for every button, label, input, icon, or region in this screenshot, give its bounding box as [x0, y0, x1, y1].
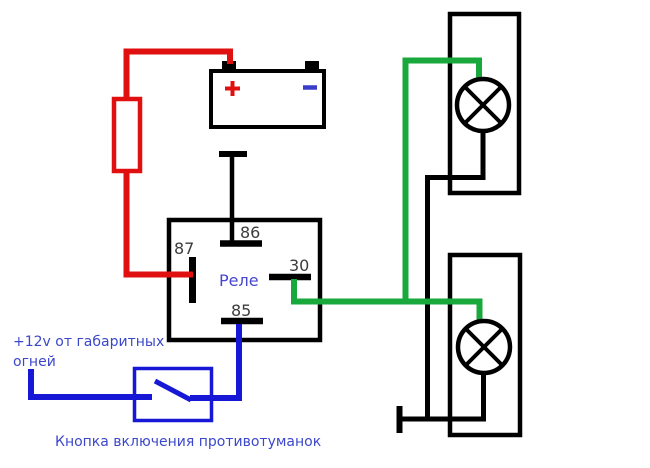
switch-blade-icon	[153, 378, 193, 403]
battery-box	[209, 69, 326, 129]
black-circuit-group	[166, 11, 523, 438]
relay-terminal-85-label: 85	[231, 301, 251, 320]
red-circuit-group	[111, 48, 240, 278]
wire-lamp1-to-ground	[425, 130, 486, 418]
wire-battery-to-fuse	[123, 48, 233, 99]
battery-negative-terminal-tab	[305, 61, 319, 70]
switch-caption: Кнопка включения противотуманок	[55, 434, 321, 450]
relay-terminal-87-label: 87	[174, 239, 194, 258]
fog-lamp-2-housing	[447, 252, 523, 438]
relay-label: Реле	[219, 271, 259, 290]
relay-terminal-30-label: 30	[289, 256, 309, 275]
power-source-annotation-line2: огней	[13, 354, 56, 370]
green-circuit-group	[291, 57, 483, 323]
battery-terminals-group	[222, 61, 319, 70]
lamp-bulbs-group	[454, 76, 513, 376]
switch-box	[132, 366, 214, 423]
power-source-annotation-line1: +12v от габаритных	[13, 334, 164, 350]
wire-fuse-to-87	[123, 171, 193, 278]
lamp2-bulb-icon	[464, 327, 504, 367]
blue-circuit-group	[28, 324, 242, 423]
wire-switch-to-85	[190, 324, 242, 401]
wire-30-to-lamp2	[291, 279, 483, 323]
wire-branch-to-lamp1	[402, 57, 482, 302]
battery-positive-terminal-tab	[222, 61, 236, 70]
fog-lamp-1-housing	[447, 11, 522, 196]
relay-box	[166, 217, 323, 343]
lamp1-bulb-icon	[463, 85, 503, 125]
fuse-icon	[111, 96, 143, 174]
relay-terminal-86-label: 86	[240, 223, 260, 242]
wire-12v-to-switch	[28, 369, 152, 400]
